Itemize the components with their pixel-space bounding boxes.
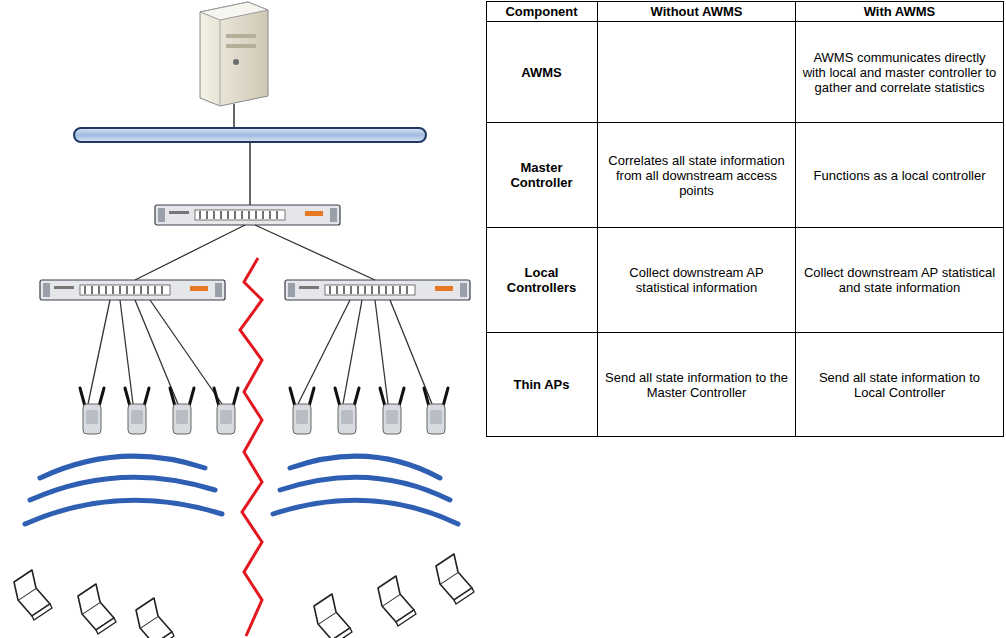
network-bus	[74, 128, 426, 142]
row-heading: Master Controller	[492, 160, 591, 190]
laptops	[14, 554, 474, 638]
cell-text: Collect downstream AP statistical inform…	[604, 265, 789, 295]
row-heading: AWMS	[521, 65, 561, 80]
table-cell: Correlates all state information from al…	[598, 123, 796, 228]
row-heading: Component	[505, 4, 577, 19]
table-cell: Master Controller	[486, 123, 598, 228]
row-heading: Thin APs	[514, 377, 570, 392]
table-cell: Send all state information to the Master…	[598, 333, 796, 437]
row-heading: Without AWMS	[651, 4, 743, 19]
table-cell: AWMS communicates directly with local an…	[796, 22, 1004, 123]
local-controller	[285, 280, 470, 300]
cell-text: Collect downstream AP statistical and st…	[802, 265, 997, 295]
header-cell: Component	[486, 1, 598, 22]
access-points	[80, 388, 448, 434]
cell-text: Send all state information to the Master…	[604, 370, 789, 400]
table-cell: Collect downstream AP statistical and st…	[796, 228, 1004, 333]
row-heading: Local Controllers	[492, 265, 591, 295]
table-cell	[598, 22, 796, 123]
wires	[88, 225, 432, 404]
header-cell: Without AWMS	[598, 1, 796, 22]
header-cell: With AWMS	[796, 1, 1004, 22]
cell-text: AWMS communicates directly with local an…	[802, 50, 997, 95]
table-cell: Functions as a local controller	[796, 123, 1004, 228]
table-cell: Thin APs	[486, 333, 598, 437]
wire	[249, 142, 251, 205]
cell-text: Send all state information to Local Cont…	[802, 370, 997, 400]
cell-text: Correlates all state information from al…	[604, 153, 789, 198]
table-cell: Collect downstream AP statistical inform…	[598, 228, 796, 333]
cell-text: Functions as a local controller	[814, 168, 986, 183]
divider-line	[240, 258, 262, 636]
row-heading: With AWMS	[864, 4, 936, 19]
comparison-table: Component Without AWMS With AWMS AWMS AWMS c…	[486, 1, 1004, 437]
server-icon	[200, 2, 268, 106]
table-cell: Send all state information to Local Cont…	[796, 333, 1004, 437]
master-controller	[155, 205, 340, 225]
wire	[233, 104, 235, 128]
local-controller	[40, 280, 225, 300]
table-cell: Local Controllers	[486, 228, 598, 333]
table-cell: AWMS	[486, 22, 598, 123]
